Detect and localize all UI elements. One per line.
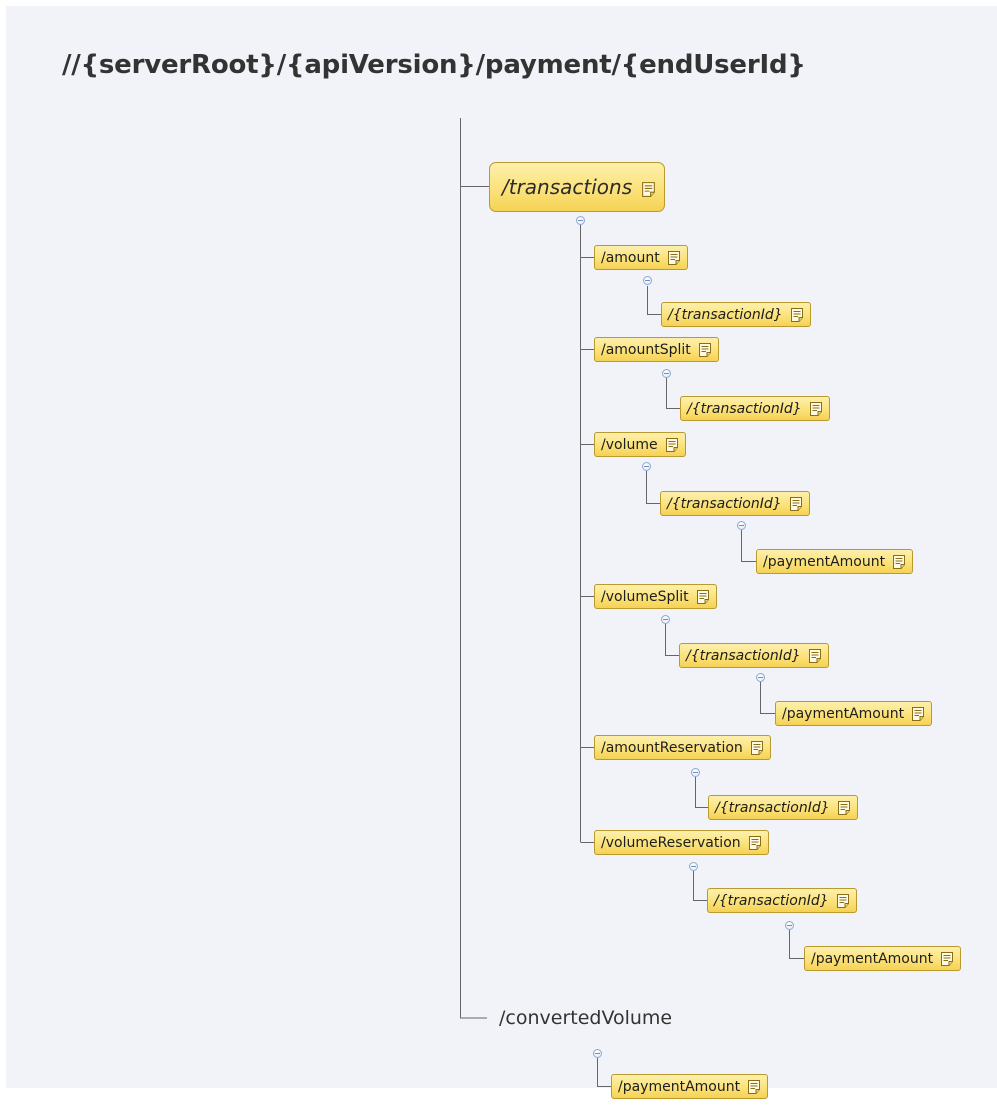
node-label: /{transactionId} <box>668 306 783 323</box>
converted-volume-node[interactable]: /convertedVolume <box>499 1007 673 1029</box>
note-icon[interactable] <box>809 401 823 417</box>
payment-amount-node[interactable]: /paymentAmount <box>756 549 914 574</box>
note-icon[interactable] <box>808 648 822 664</box>
node-label: /amount <box>601 249 660 266</box>
node-label: /{transactionId} <box>667 495 782 512</box>
collapse-toggle-icon[interactable] <box>785 921 794 930</box>
collapse-toggle-icon[interactable] <box>576 216 585 225</box>
node-label: /volume <box>601 436 658 453</box>
transaction-id-node[interactable]: /{transactionId} <box>679 643 829 668</box>
root-trunk-line <box>460 118 487 1019</box>
collapse-toggle-icon[interactable] <box>689 862 698 871</box>
node-label: /transactions <box>502 175 633 199</box>
transaction-id-node[interactable]: /{transactionId} <box>660 491 810 516</box>
note-icon[interactable] <box>665 437 679 453</box>
node-label: /{transactionId} <box>687 400 802 417</box>
node-label: /{transactionId} <box>715 799 830 816</box>
volume-reservation-node[interactable]: /volumeReservation <box>594 830 769 855</box>
volume-split-node[interactable]: /volumeSplit <box>594 584 717 609</box>
node-label: /paymentAmount <box>811 950 934 967</box>
page-title: //{serverRoot}/{apiVersion}/payment/{end… <box>62 50 806 80</box>
node-label: /amountSplit <box>601 341 691 358</box>
collapse-toggle-icon[interactable] <box>661 615 670 624</box>
transactions-node[interactable]: /transactions <box>489 162 666 212</box>
transaction-id-node[interactable]: /{transactionId} <box>680 396 830 421</box>
amount-reservation-node[interactable]: /amountReservation <box>594 735 771 760</box>
note-icon[interactable] <box>667 250 681 266</box>
payment-amount-node[interactable]: /paymentAmount <box>804 946 962 971</box>
payment-amount-node[interactable]: /paymentAmount <box>775 701 933 726</box>
node-label: /volumeReservation <box>601 834 741 851</box>
note-icon[interactable] <box>790 307 804 323</box>
node-label: /paymentAmount <box>782 705 905 722</box>
amount-split-node[interactable]: /amountSplit <box>594 337 719 362</box>
transaction-id-node[interactable]: /{transactionId} <box>708 795 858 820</box>
collapse-toggle-icon[interactable] <box>593 1049 602 1058</box>
note-icon[interactable] <box>837 800 851 816</box>
collapse-toggle-icon[interactable] <box>643 276 652 285</box>
transaction-id-node[interactable]: /{transactionId} <box>707 888 857 913</box>
node-label: /{transactionId} <box>686 647 801 664</box>
node-label: /paymentAmount <box>618 1078 741 1095</box>
amount-node[interactable]: /amount <box>594 245 688 270</box>
node-label: /paymentAmount <box>763 553 886 570</box>
note-icon[interactable] <box>836 893 850 909</box>
note-icon[interactable] <box>747 1079 761 1095</box>
collapse-toggle-icon[interactable] <box>662 369 671 378</box>
collapse-toggle-icon[interactable] <box>737 521 746 530</box>
collapse-toggle-icon[interactable] <box>642 462 651 471</box>
volume-node[interactable]: /volume <box>594 432 686 457</box>
node-label: /{transactionId} <box>714 892 829 909</box>
collapse-toggle-icon[interactable] <box>691 768 700 777</box>
note-icon[interactable] <box>750 740 764 756</box>
note-icon[interactable] <box>911 706 925 722</box>
payment-amount-node[interactable]: /paymentAmount <box>611 1074 769 1099</box>
note-icon[interactable] <box>748 835 762 851</box>
transaction-id-node[interactable]: /{transactionId} <box>661 302 811 327</box>
collapse-toggle-icon[interactable] <box>756 673 765 682</box>
note-icon[interactable] <box>641 179 656 197</box>
note-icon[interactable] <box>940 951 954 967</box>
note-icon[interactable] <box>789 496 803 512</box>
note-icon[interactable] <box>892 554 906 570</box>
note-icon[interactable] <box>696 589 710 605</box>
note-icon[interactable] <box>698 342 712 358</box>
node-label: /amountReservation <box>601 739 743 756</box>
node-label: /volumeSplit <box>601 588 689 605</box>
